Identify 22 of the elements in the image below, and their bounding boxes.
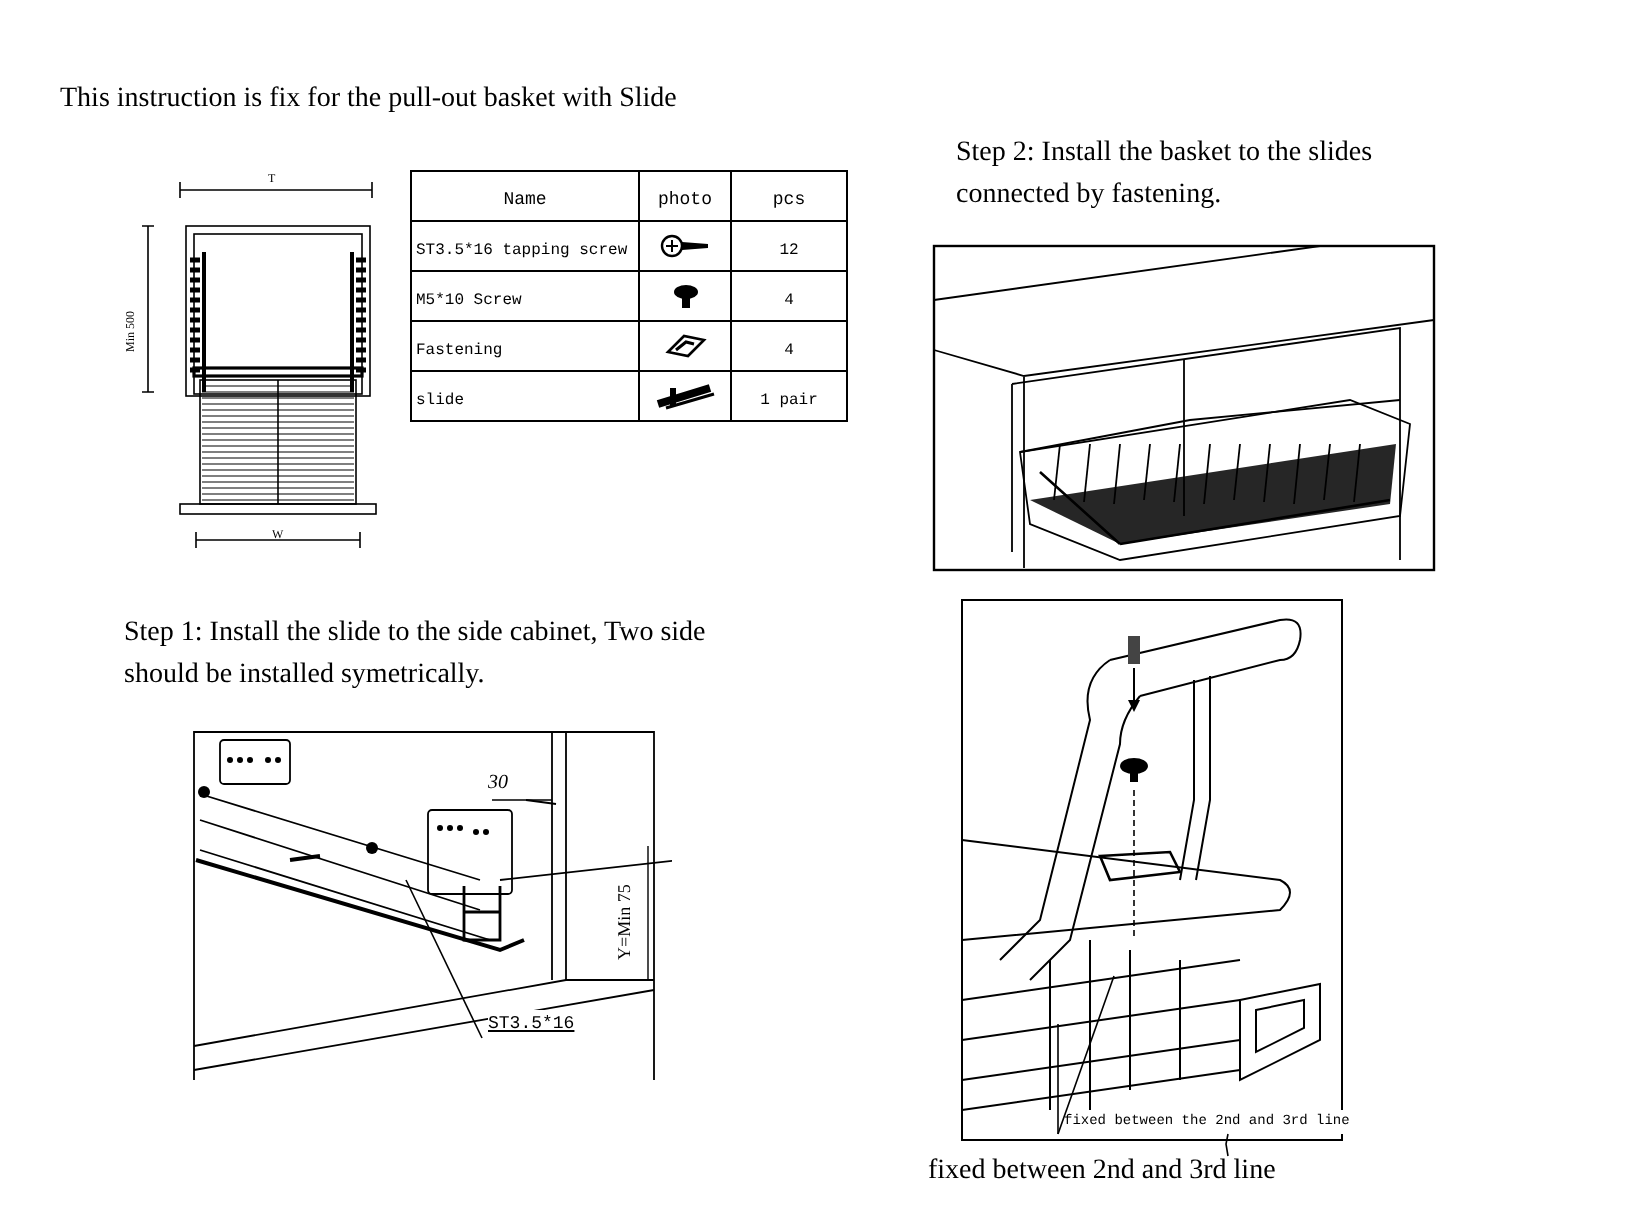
leader-line	[1057, 975, 1115, 1135]
table-cell-text: 12	[779, 242, 799, 260]
table-cell-text: slide	[416, 392, 465, 410]
column-header: photo	[657, 190, 712, 210]
callout-label: fixed between 2nd and 3rd line	[928, 1156, 1276, 1186]
column-header: pcs	[772, 190, 806, 210]
dimension-label: Y=Min 75	[612, 884, 636, 960]
leader-line	[1225, 1133, 1229, 1157]
step-instruction: Step 2: Install the basket to the slides connected by fastening.	[956, 136, 1375, 214]
leader-line	[1057, 1023, 1059, 1135]
dimension-label: 30	[488, 770, 508, 798]
table-cell-text: Fastening	[416, 342, 503, 360]
step-instruction: Step 1: Install the slide to the side cabinet, Two side should be installed symetrically.	[124, 616, 708, 694]
title: This instruction is fix for the pull-out basket with Slide	[60, 82, 677, 118]
column-header: Name	[503, 190, 547, 210]
table-cell-text: ST3.5*16 tapping screw	[416, 242, 628, 260]
leader-line	[405, 879, 483, 1039]
table-cell-text: 1 pair	[760, 392, 818, 410]
table-cell-text: 4	[784, 292, 794, 310]
callout-label: ST3.5*16	[488, 1014, 575, 1034]
table-cell-text: 4	[784, 342, 794, 360]
table-cell-text: M5*10 Screw	[416, 292, 522, 310]
